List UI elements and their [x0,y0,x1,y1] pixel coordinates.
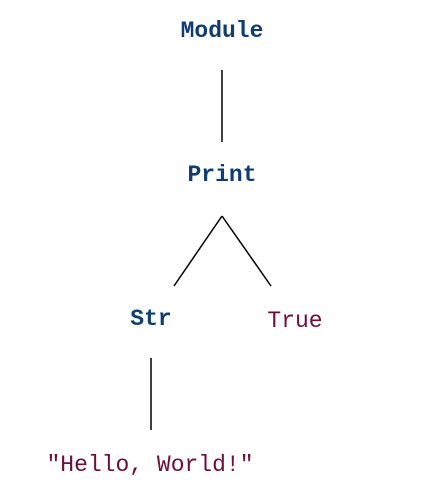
node-print: Print [187,162,257,188]
edge-print-str [173,215,223,287]
node-module: Module [180,18,264,44]
node-hello-world-literal: "Hello, World!" [46,452,254,478]
node-true-literal: True [267,308,323,334]
edge-print-true [221,215,272,287]
node-str: Str [130,306,172,332]
